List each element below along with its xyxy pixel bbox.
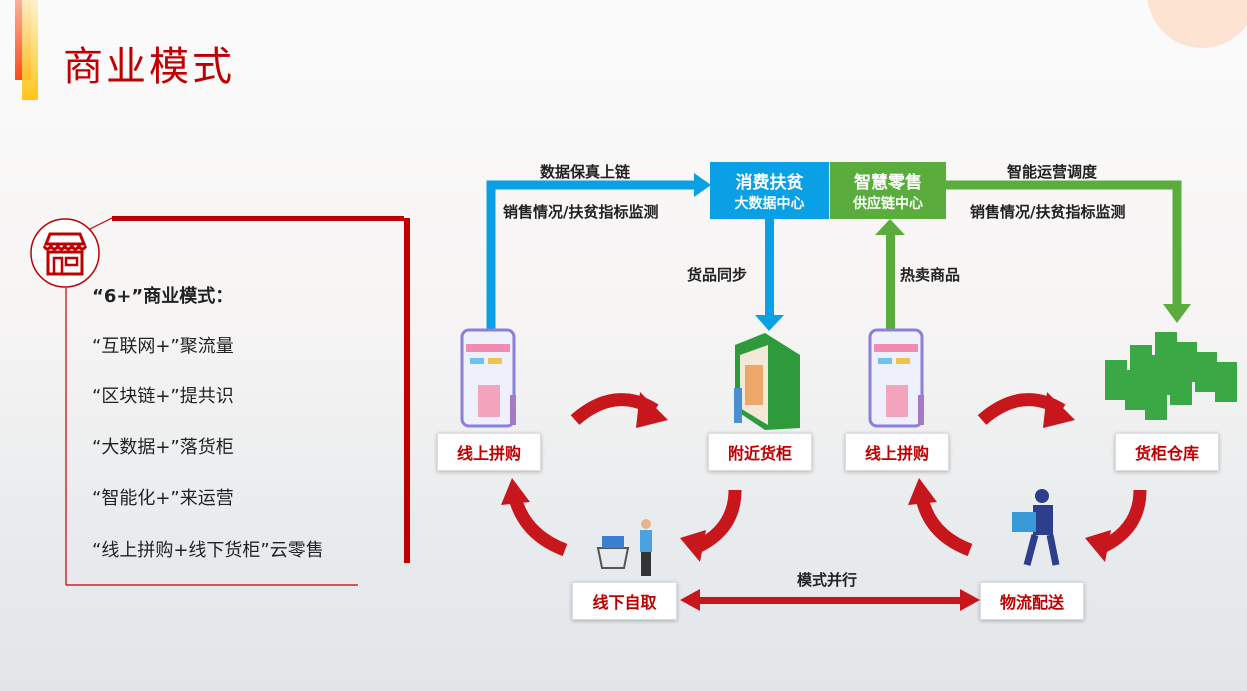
panel-right-line: [404, 218, 410, 563]
blue-flow-line: [486, 180, 696, 330]
label-smart-ops: 智能运营调度: [1007, 163, 1098, 181]
center-subtitle: 大数据中心: [734, 196, 805, 212]
phone-illustration-1: [460, 328, 516, 428]
node-warehouse: 货柜仓库: [1115, 433, 1219, 471]
smart-retail-center: 智慧零售 供应链中心: [830, 162, 946, 219]
label-monitor-left: 销售情况/扶贫指标监测: [503, 203, 659, 221]
panel-item: “区块链+”提共识: [92, 386, 234, 407]
hot-goods-arrow: [886, 232, 895, 330]
storefront-icon: [30, 218, 100, 288]
green-flow-line: [946, 180, 1182, 306]
shopper-illustration: [596, 519, 652, 576]
node-online-purchase-1: 线上拼购: [437, 433, 541, 471]
node-offline-pickup: 线下自取: [572, 582, 677, 620]
page-title: 商业模式: [63, 44, 235, 90]
warehouse-cabinets-illustration: [1105, 332, 1237, 420]
panel-item: “线上拼购+线下货柜”云零售: [92, 540, 324, 561]
label-hot-goods: 热卖商品: [900, 266, 961, 284]
parallel-double-arrow: [680, 589, 980, 611]
label-monitor-right: 销售情况/扶贫指标监测: [970, 203, 1126, 221]
phone-illustration-2: [868, 328, 924, 428]
node-online-purchase-2: 线上拼购: [845, 433, 949, 471]
arrow-offline-to-online: [508, 496, 568, 557]
arrow-logistics-to-online: [915, 496, 973, 557]
node-nearby-cabinet: 附近货柜: [708, 433, 812, 471]
node-logistics: 物流配送: [980, 582, 1084, 620]
panel-item: “大数据+”落货柜: [92, 437, 234, 458]
label-goods-sync: 货品同步: [687, 266, 748, 284]
vending-cabinet-illustration: [734, 333, 800, 430]
panel-heading: “6+”商业模式：: [92, 286, 234, 307]
label-data-chain: 数据保真上链: [540, 163, 631, 181]
panel-top-line: [112, 216, 404, 221]
panel-item: “互联网+”聚流量: [92, 336, 234, 357]
panel-item: “智能化+”来运营: [92, 488, 234, 509]
consumption-poverty-center: 消费扶贫 大数据中心: [710, 162, 829, 219]
goods-sync-arrow: [765, 219, 774, 316]
center-subtitle: 供应链中心: [853, 196, 923, 212]
title-accent-bar-2: [22, 0, 38, 100]
courier-illustration: [1012, 489, 1060, 566]
center-title: 消费扶贫: [735, 173, 804, 193]
center-title: 智慧零售: [854, 173, 922, 193]
label-parallel: 模式并行: [797, 571, 858, 589]
